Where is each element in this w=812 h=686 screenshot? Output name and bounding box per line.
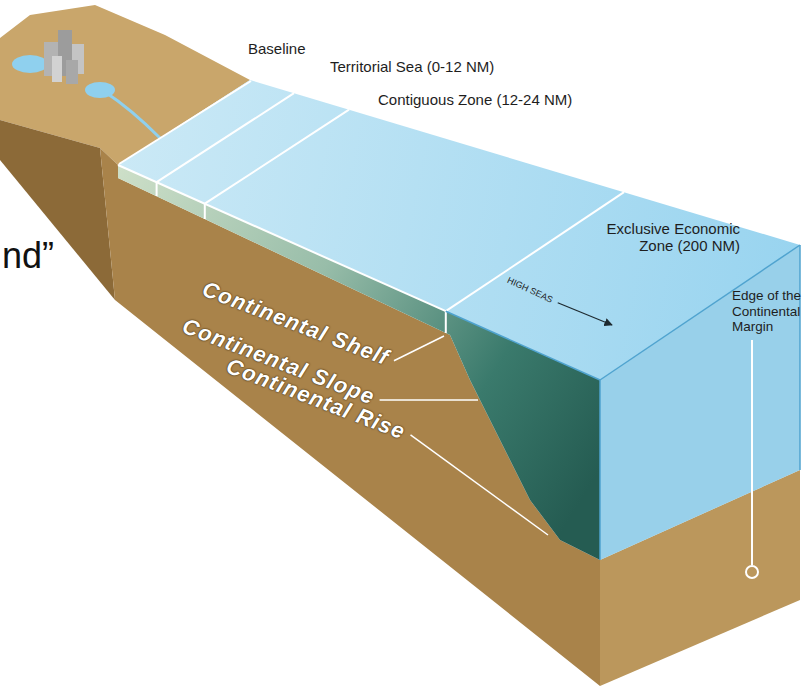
eez-drop — [445, 311, 447, 333]
box-edge — [446, 311, 600, 380]
building — [66, 60, 78, 84]
city-buildings — [44, 30, 84, 84]
building — [52, 56, 62, 82]
baseline-line — [119, 81, 251, 164]
leader-line — [394, 336, 444, 361]
box-edge — [799, 245, 801, 470]
territorial-drop — [156, 182, 158, 196]
slide-text-fragment: nd” — [2, 238, 54, 274]
river — [105, 92, 160, 138]
margin-label: Edge of the Continental Margin — [732, 288, 810, 335]
zone-lines — [118, 81, 624, 333]
front-edge — [118, 165, 446, 311]
lake — [12, 55, 48, 73]
margin-marker — [746, 566, 758, 578]
leader-line — [380, 399, 478, 401]
leader-lines — [380, 303, 752, 565]
high-seas-arrow — [558, 303, 612, 325]
contiguous-drop — [204, 204, 206, 219]
land-side-face — [0, 120, 115, 300]
zone-label: Territorial Sea (0-12 NM) — [330, 58, 494, 75]
baseline-label: Baseline — [248, 40, 306, 57]
eez-line — [446, 192, 624, 311]
zone-label: Contiguous Zone (12-24 NM) — [378, 91, 572, 108]
margin-leader-line — [751, 340, 753, 565]
contiguous-line — [205, 110, 349, 204]
territorial-line — [157, 93, 294, 182]
box-edge — [599, 380, 601, 560]
leader-line — [411, 435, 548, 535]
zone-label: Exclusive Economic Zone (200 NM) — [590, 220, 740, 255]
